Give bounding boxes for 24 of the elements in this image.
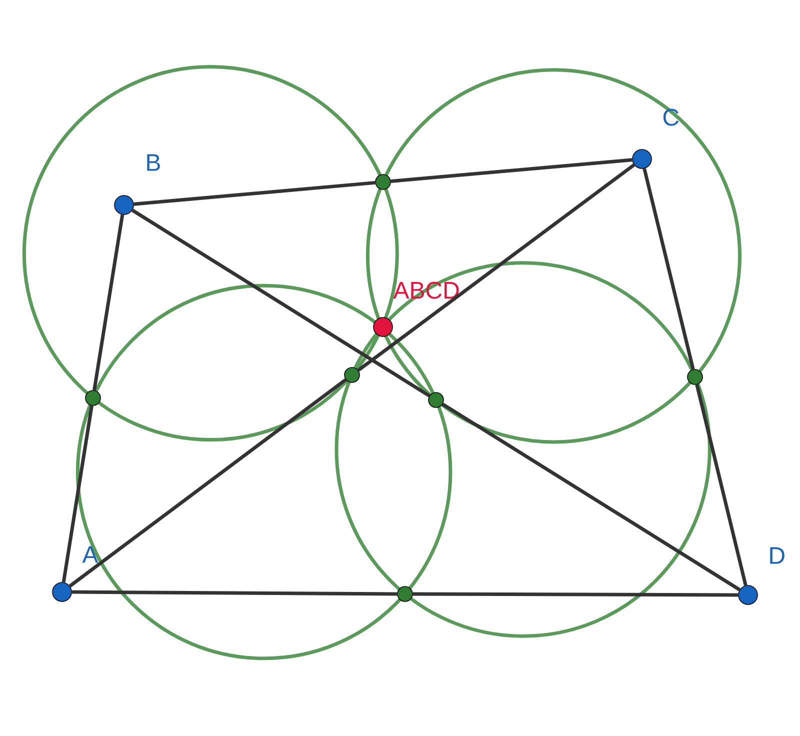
- node-label: B: [147, 154, 160, 171]
- line-segment: [134, 180, 376, 206]
- line-segment: [390, 158, 632, 184]
- line-segment: [62, 406, 94, 582]
- labeled-point: D: [738, 547, 784, 605]
- point: [687, 369, 703, 385]
- point: [428, 392, 444, 408]
- point: [344, 367, 360, 383]
- line-segment: [92, 214, 124, 390]
- point: [397, 586, 413, 602]
- line-segment: [68, 378, 347, 588]
- node-label: D: [770, 547, 784, 564]
- labeled-point: C: [632, 108, 679, 169]
- line-segment: [357, 164, 636, 372]
- labeled-point: B: [114, 154, 160, 215]
- line-segment: [695, 384, 748, 586]
- line-segment: [131, 208, 430, 398]
- line-segment: [412, 592, 738, 597]
- point: [375, 174, 391, 190]
- line-segment: [72, 590, 398, 596]
- line-segment: [642, 168, 695, 370]
- line-segment: [442, 402, 741, 592]
- point: [85, 390, 101, 406]
- node-label: C: [663, 108, 679, 126]
